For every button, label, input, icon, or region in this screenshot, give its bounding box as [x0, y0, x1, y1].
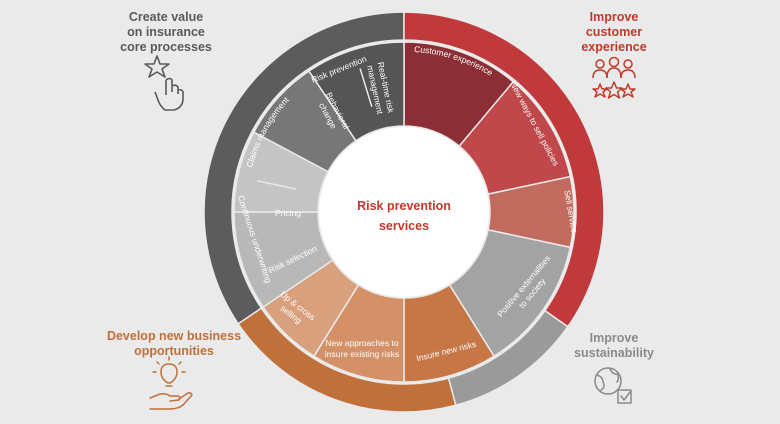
goal-core-line2: on insurance: [127, 25, 205, 39]
label-pricing: Pricing: [275, 208, 301, 218]
goal-core-line1: Create value: [129, 10, 203, 24]
divider-behavioral-realtime: [359, 68, 373, 108]
label-new-approaches: New approaches to insure existing risks: [325, 338, 399, 359]
goal-experience: Improve customer experience: [581, 10, 647, 99]
outer-ring-business: [237, 307, 457, 413]
center-circle: [319, 127, 489, 297]
goal-sustainability: Improve sustainability: [574, 331, 654, 404]
goal-core-line3: core processes: [120, 40, 212, 54]
label-new-approaches-line1: New approaches to: [325, 338, 399, 348]
globe-check-icon: [594, 367, 632, 404]
goal-experience-line2: customer: [586, 25, 642, 39]
goal-sustainability-line1: Improve: [590, 331, 639, 345]
outer-ring: [203, 11, 605, 413]
center-title-line2: services: [379, 219, 429, 233]
goal-core: Create value on insurance core processes: [120, 10, 212, 111]
star-hand-icon: [144, 55, 184, 111]
goal-experience-line3: experience: [581, 40, 646, 54]
seg-risk-prevention: [307, 41, 405, 142]
divider-pricing-continuous: [257, 180, 297, 190]
label-new-approaches-line2: insure existing risks: [325, 349, 399, 359]
bulb-hand-icon: [149, 356, 193, 410]
goal-business-line2: opportunities: [134, 344, 214, 358]
goal-sustainability-line2: sustainability: [574, 346, 654, 360]
goal-business-line1: Develop new business: [107, 329, 241, 343]
goal-experience-line1: Improve: [590, 10, 639, 24]
inner-ring: [233, 41, 575, 383]
center-title-line1: Risk prevention: [357, 199, 451, 213]
people-stars-icon: [592, 56, 636, 99]
goal-business: Develop new business opportunities: [107, 329, 241, 410]
